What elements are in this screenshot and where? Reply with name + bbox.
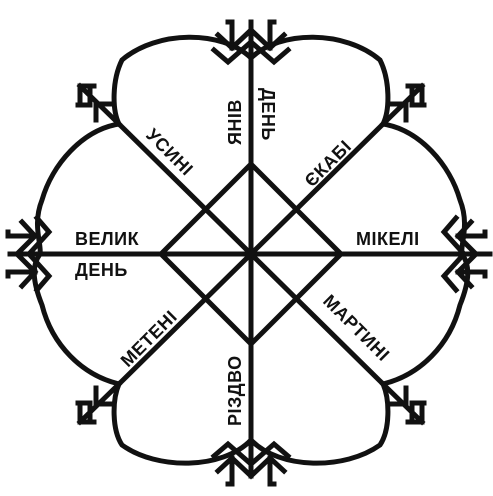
label-right: МІКЕЛІ [356, 229, 420, 249]
label-lower-left-diag: МЕТЕНІ [117, 306, 181, 370]
label-bottom: РІЗДВО [225, 355, 245, 426]
label-top-left: ЯНІВ [225, 99, 245, 145]
label-left-line1: ВЕЛИК [75, 229, 140, 249]
label-upper-right-diag: ЄКАБІ [301, 136, 356, 191]
label-lower-right-diag: МАРТИНІ [319, 291, 393, 365]
label-top-right: ДЕНЬ [258, 88, 278, 141]
label-left-line2: ДЕНЬ [75, 260, 128, 280]
